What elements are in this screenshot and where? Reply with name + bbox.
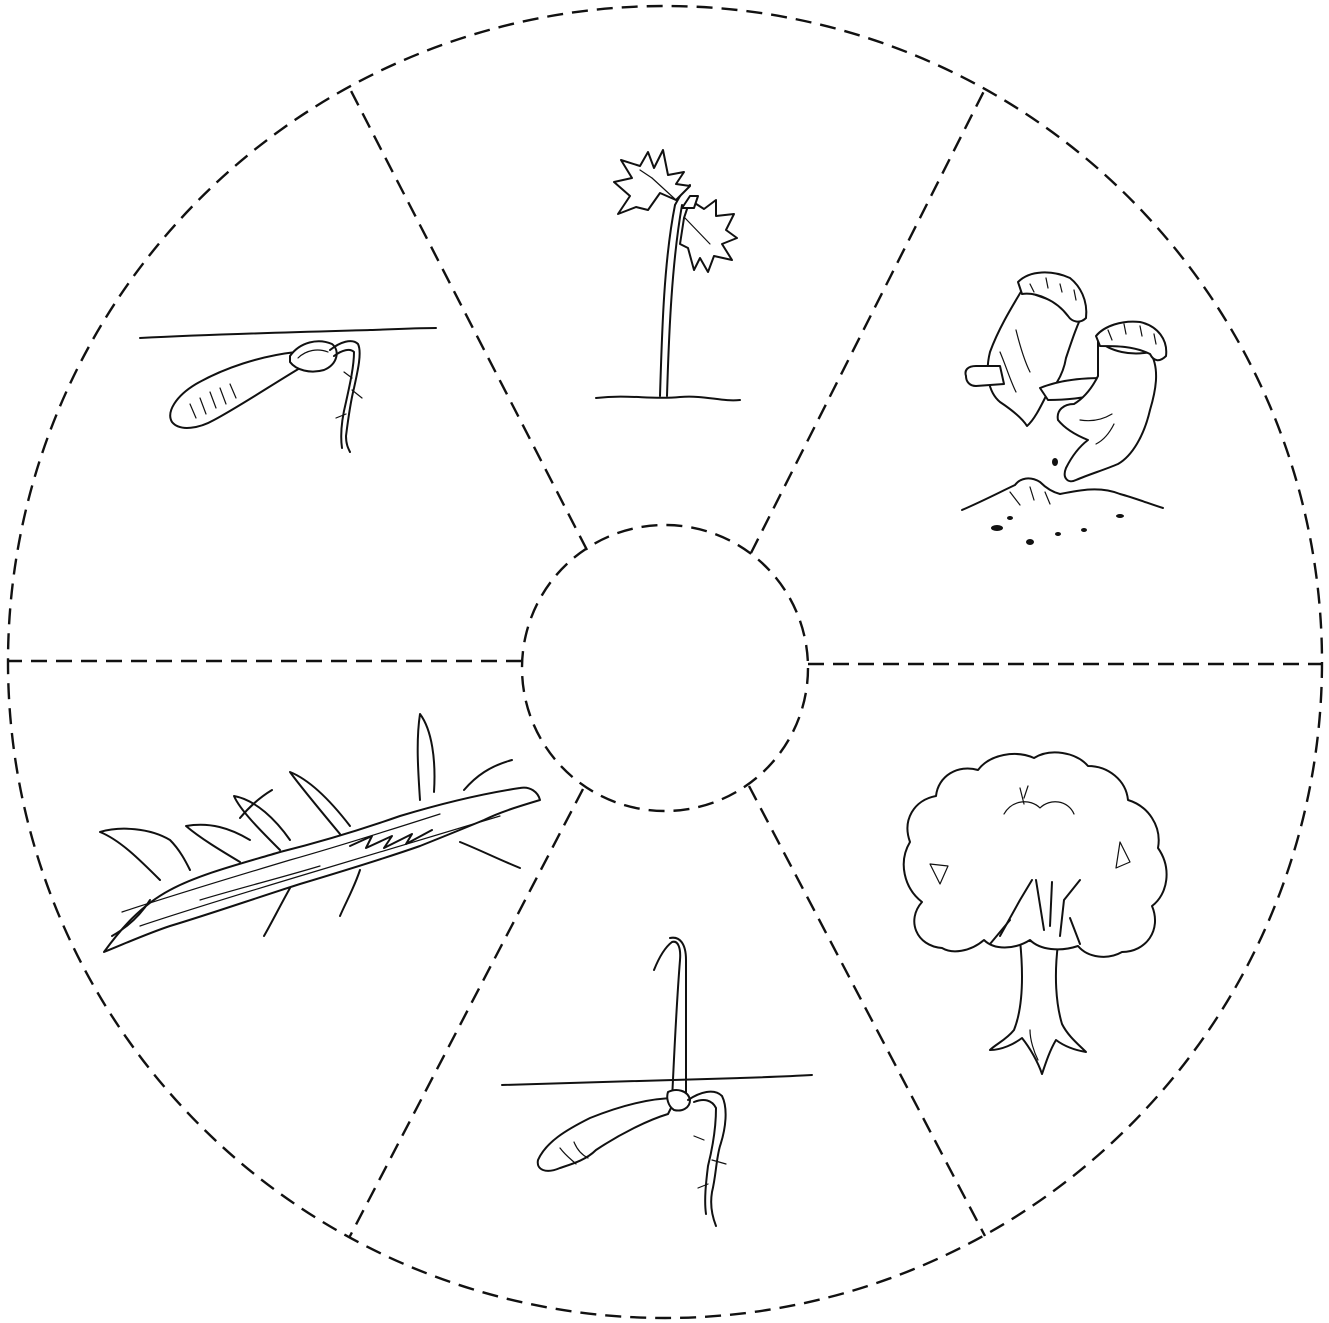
planting-hands-illustration (962, 272, 1166, 545)
fallen-log-illustration (100, 714, 540, 952)
center-circle (522, 525, 808, 811)
outer-circle (8, 6, 1322, 1318)
divider-top-left (349, 87, 587, 550)
seedling-illustration (596, 150, 740, 400)
cut-lines (8, 6, 1322, 1318)
divider-top-right (751, 89, 985, 553)
grown-tree-illustration (904, 752, 1167, 1074)
winged-seed-illustration (140, 328, 436, 452)
sprouting-seed-illustration (502, 938, 812, 1226)
